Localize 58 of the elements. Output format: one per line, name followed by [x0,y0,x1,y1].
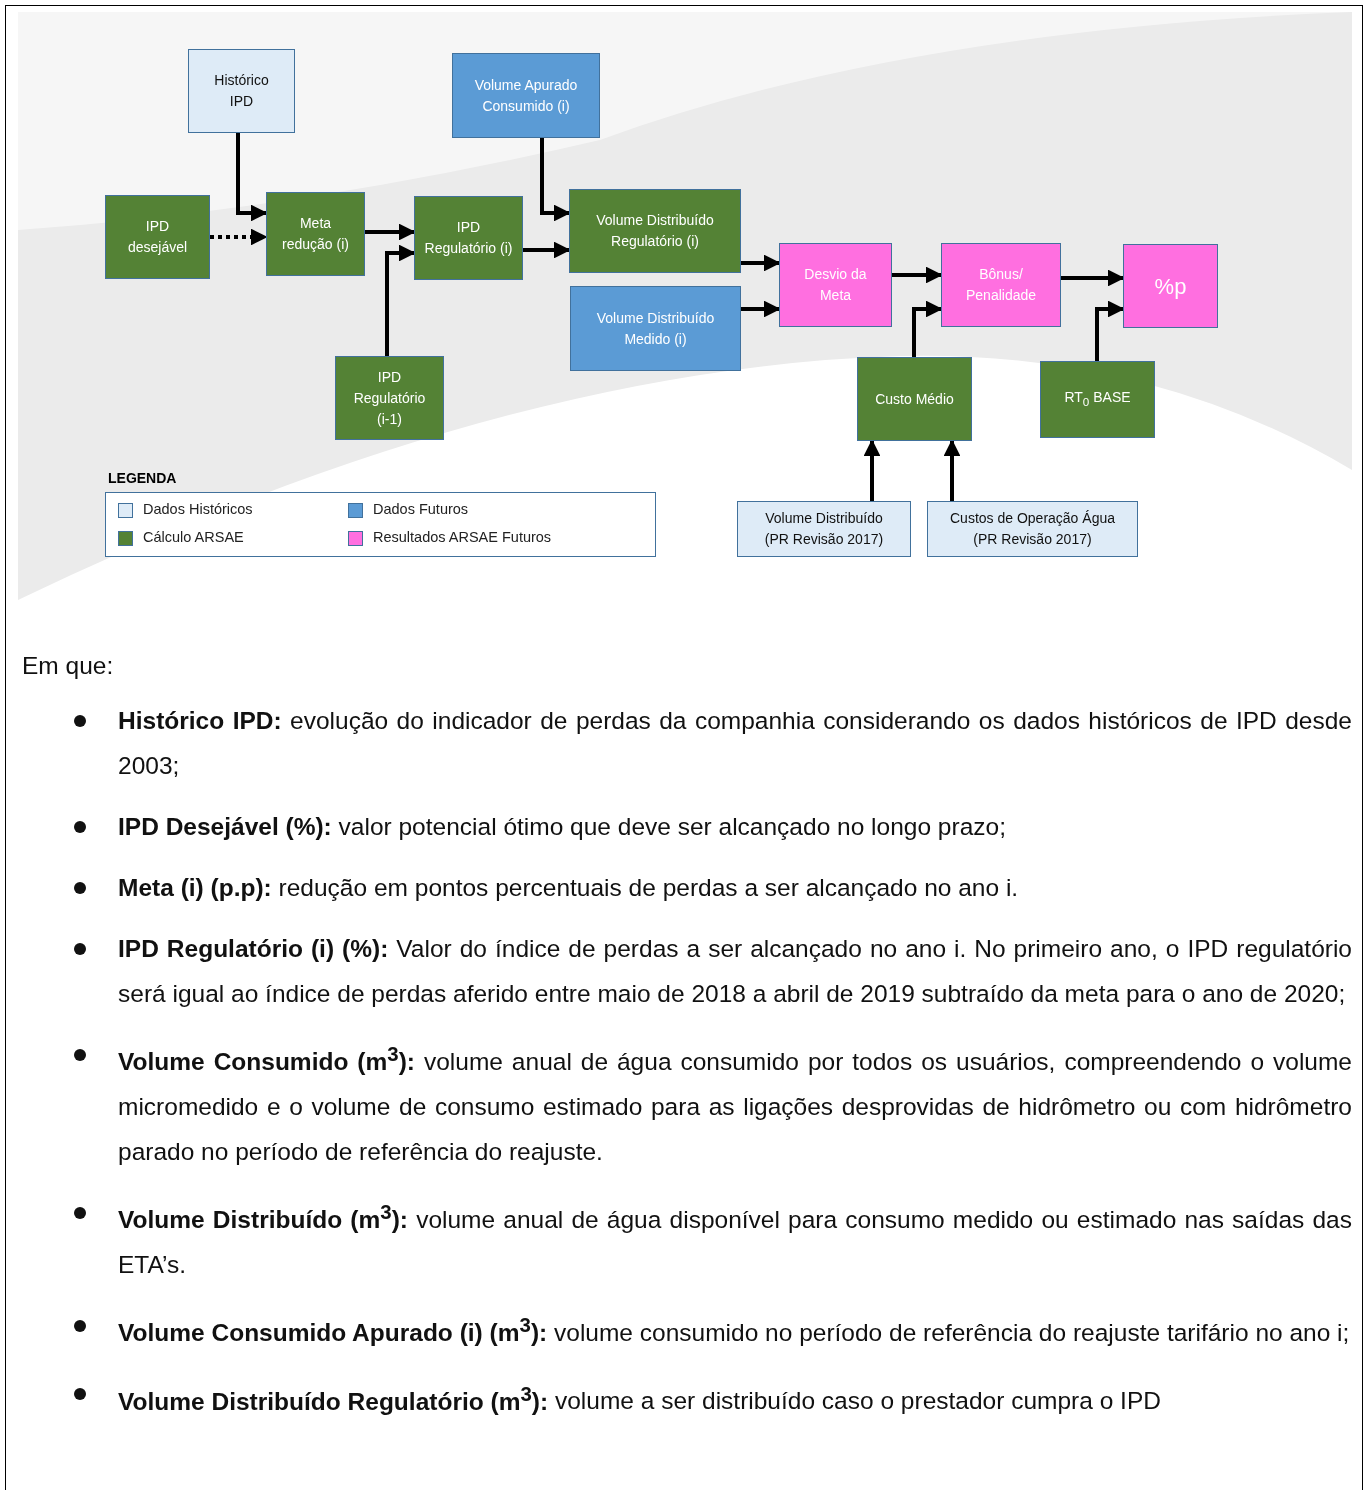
process-box [335,356,444,440]
data-box [927,501,1138,557]
legend-label: Cálculo ARSAE [143,529,244,545]
arrow [540,138,571,222]
legend-title: LEGENDA [108,470,177,486]
process-box [105,195,210,279]
arrow [236,133,268,222]
box-label: Volume Distribuído (PR Revisão 2017) [763,509,885,549]
legend-label: Resultados ARSAE Futuros [373,529,552,545]
arrow [365,223,416,241]
bullet-text: IPD Regulatório (i) (%): Valor do índice de perdas a ser alcançado no ano i. No primeiro ano, o IPD regulatório será igual ao índice de perdas aferido entre maio de 2018 a abril de 2019 subtraído da meta para o ano de 2020; [118,935,1352,1007]
bullet-text: Volume Consumido (m$^{3}$): volume anual de água consumido por todos os usuários, compreendendo o volume micromedido e o volume de consumo estimado para as ligações desprovidas de hidrômetro ou com hidrômetro parado no período de referência do reajuste. [118,1048,1352,1166]
process-box [414,196,523,280]
box-label: Meta redução (i) [281,214,350,254]
bullet-text: Meta (i) (p.p): redução em pontos percentuais de perdas a ser alcançado no ano i. [118,874,1019,901]
data-box [737,501,911,557]
result-box [941,243,1061,327]
box-label: Volume Distribuído Regulatório (i) [595,211,715,251]
arrow [210,228,268,246]
box-label: IPD desejável [126,217,189,257]
arrow [943,439,961,501]
box-label: Desvio da Meta [803,265,868,305]
bullet-text: Volume Consumido Apurado (i) (m$^{3}$): volume consumido no período de referência do reajuste tarifário no ano i; [118,1319,1350,1347]
box-label: %p [1154,275,1187,297]
intro-text: Em que: [22,652,115,680]
bullet-text: Histórico IPD: evolução do indicador de perdas da companhia considerando os dados históricos de IPD desde 2003; [118,707,1352,779]
legend-label: Dados Históricos [143,501,253,517]
process-box [569,189,741,273]
data-box [570,286,741,371]
bullet-text: Volume Distribuído Regulatório (m$^{3}$): volume a ser distribuído caso o prestador cumpra o IPD [118,1387,1161,1415]
process-box [857,357,972,441]
arrow [912,300,943,357]
arrow [892,266,943,284]
result-box [1123,244,1218,328]
box-label: Histórico IPD [213,71,270,111]
legend-label: Dados Futuros [373,501,469,517]
result-box [779,243,892,327]
box-label: IPD Regulatório (i-1) [352,367,427,429]
arrow [1061,269,1125,287]
bullet-text: IPD Desejável (%): valor potencial ótimo que deve ser alcançado no longo prazo; [118,813,1006,840]
arrow [863,439,881,501]
data-box [188,49,295,133]
box-label: Volume Distribuído Medido (i) [595,308,716,349]
box-label: Volume Apurado Consumido (i) [473,75,579,116]
arrow [741,254,781,272]
arrow [385,244,416,356]
box-label: RT$_{0}$ BASE [1064,388,1131,410]
bullet-text: Volume Distribuído (m$^{3}$): volume anual de água disponível para consumo medido ou estimado nas saídas das ETA’s. [118,1206,1352,1279]
arrow [523,241,571,259]
process-box [266,192,365,276]
box-label: Custos de Operação Água (PR Revisão 2017) [949,509,1116,549]
process-box [1040,361,1155,438]
box-label: IPD Regulatório (i) [423,218,514,258]
arrow [1095,300,1125,361]
box-label: Bônus/ Penalidade [964,265,1038,305]
data-box [452,53,600,138]
box-label: Custo Médio [875,389,954,409]
arrow [741,300,781,318]
